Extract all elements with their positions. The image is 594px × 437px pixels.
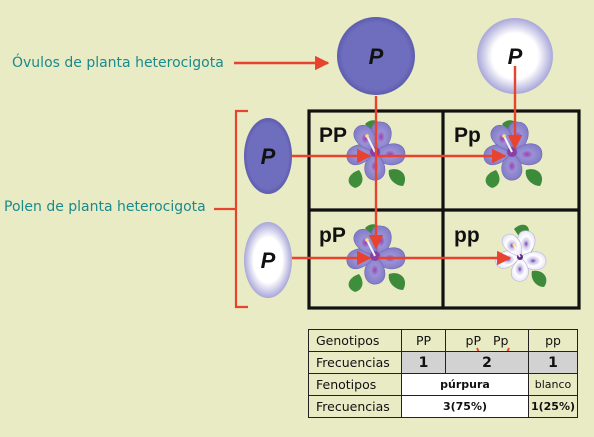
phenotype-frequency-cell: 3(75%) xyxy=(401,395,529,418)
genotype-pair-cell: pP Pp xyxy=(445,329,529,352)
phenotype-frequency-cell: 1(25%) xyxy=(528,395,578,418)
pollen-allele-label: P xyxy=(261,144,276,169)
cell-genotype-label: PP xyxy=(319,124,347,147)
ovules-label: Óvulos de planta heterocigota xyxy=(12,55,224,71)
pollen-gamete-white: P xyxy=(244,222,292,298)
table-row: Frecuencias 1 2 1 xyxy=(308,351,578,374)
ovule-gamete-white: P xyxy=(477,18,553,94)
genotype-cell: pp xyxy=(528,329,578,352)
frequency-cell: 1 xyxy=(528,351,578,374)
cell-genotype-label: pP xyxy=(319,224,346,247)
row-header-frecuencias: Frecuencias xyxy=(308,395,402,418)
pollen-allele-label: P xyxy=(261,248,276,273)
cross-arrows xyxy=(234,55,523,266)
frequency-cell: 2 xyxy=(445,351,529,374)
frequency-cell: 1 xyxy=(401,351,446,374)
cell-genotype-label: pp xyxy=(454,224,480,247)
row-header-fenotipos: Fenotipos xyxy=(308,373,402,396)
row-header-genotipos: Genotipos xyxy=(308,329,402,352)
ovule-allele-label: P xyxy=(508,44,523,69)
row-header-frecuencias: Frecuencias xyxy=(308,351,402,374)
pollen-label: Polen de planta heterocigota xyxy=(4,199,206,215)
ovule-gamete-purple: P xyxy=(337,17,415,95)
phenotype-cell: blanco xyxy=(528,373,578,396)
flower-purple-pp-het xyxy=(482,119,544,189)
ovule-allele-label: P xyxy=(369,44,384,69)
flower-white-pp xyxy=(494,223,548,288)
pollen-bracket xyxy=(214,109,248,309)
cell-genotype-label: Pp xyxy=(454,124,481,147)
table-row: Frecuencias 3(75%) 1(25%) xyxy=(308,395,578,418)
genotype-value: pP xyxy=(465,333,481,348)
phenotype-cell: púrpura xyxy=(401,373,529,396)
table-row: Genotipos PP pP Pp pp xyxy=(308,329,578,352)
genotype-value: Pp xyxy=(493,333,509,348)
genotype-cell: PP xyxy=(401,329,446,352)
genotype-phenotype-table: Genotipos PP pP Pp pp Frecuencias 1 2 1 F… xyxy=(308,329,578,418)
punnett-square xyxy=(307,109,581,310)
table-row: Fenotipos púrpura blanco xyxy=(308,373,578,396)
pollen-gamete-purple: P xyxy=(244,118,292,194)
